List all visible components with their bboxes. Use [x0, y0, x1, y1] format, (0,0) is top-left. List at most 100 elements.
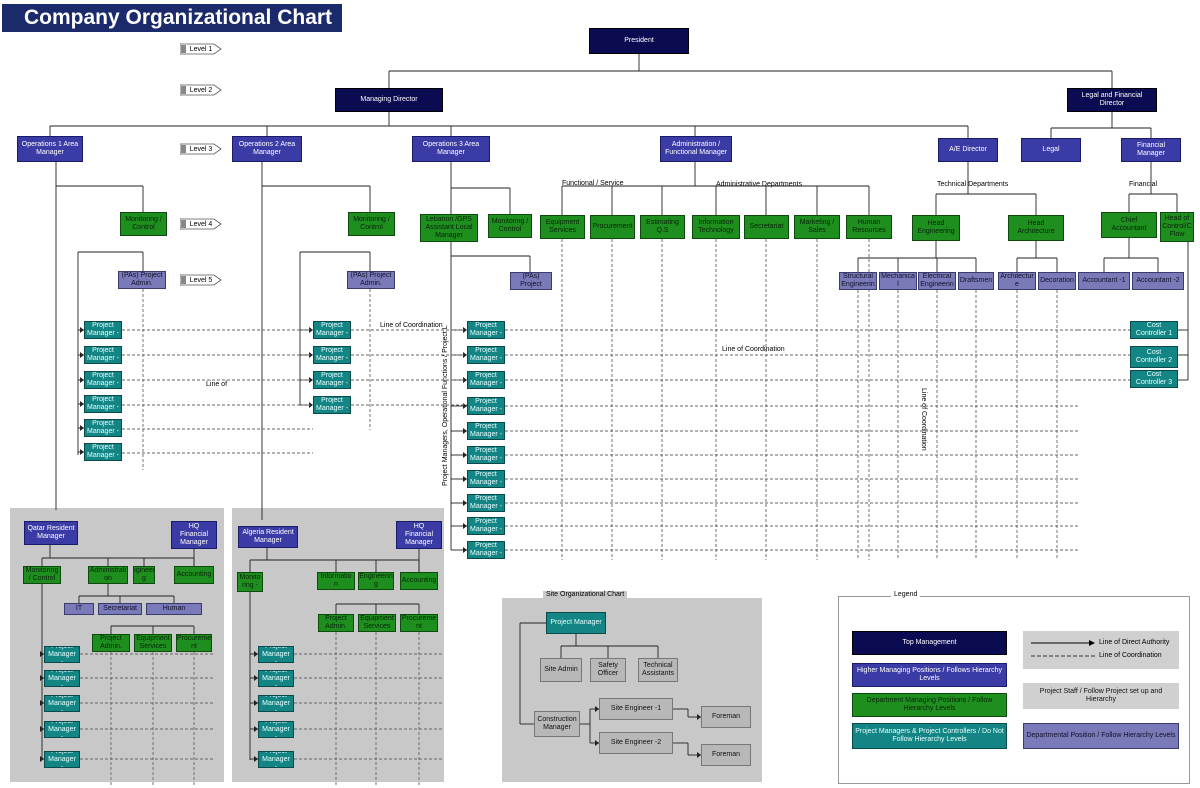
- qatar-human[interactable]: Human: [146, 603, 202, 615]
- dept-secretariat[interactable]: Secretariat: [744, 215, 789, 239]
- managing-director-box[interactable]: Managing Director: [335, 88, 443, 112]
- algeria-equipment-services[interactable]: Equipment Services: [358, 614, 396, 632]
- project-manager-card[interactable]: Project Manager -: [258, 695, 294, 712]
- project-manager-card[interactable]: Project Manager -: [467, 446, 505, 464]
- project-manager-card[interactable]: Project Manager -: [313, 371, 351, 389]
- qatar-it[interactable]: IT: [64, 603, 94, 615]
- administration-manager[interactable]: Administration / Functional Manager: [660, 136, 732, 162]
- cost-controller-1[interactable]: Cost Controller 1: [1130, 321, 1178, 339]
- monitoring-control-2[interactable]: Monitoring / Control: [348, 212, 395, 236]
- chief-accountant[interactable]: Chief Accountant: [1101, 212, 1157, 238]
- algeria-accounting[interactable]: Accounting: [400, 572, 438, 590]
- president-box[interactable]: President: [589, 28, 689, 54]
- project-manager-card[interactable]: Project Manager -: [84, 346, 122, 364]
- qatar-procurement[interactable]: Procureme nt: [176, 634, 212, 652]
- project-admin-3[interactable]: (PAs) Project: [510, 272, 552, 290]
- structural-engineering[interactable]: Structural Engineerin: [839, 272, 877, 290]
- project-manager-card[interactable]: Project Manager -: [84, 321, 122, 339]
- safety-officer[interactable]: Safety Officer: [590, 658, 626, 682]
- algeria-project-admin[interactable]: Project Admin.: [318, 614, 354, 632]
- site-admin[interactable]: Site Admin: [540, 658, 582, 682]
- operations-3-manager[interactable]: Operations 3 Area Manager: [412, 136, 490, 162]
- connector-arrow: [40, 675, 44, 681]
- head-architecture[interactable]: Head Architecture: [1008, 215, 1064, 241]
- mechanical[interactable]: Mechanica l: [879, 272, 917, 290]
- project-manager-card[interactable]: Project Manager -: [258, 721, 294, 738]
- dept-procurement[interactable]: Procurement: [590, 215, 635, 239]
- project-manager-card[interactable]: Project Manager -: [313, 346, 351, 364]
- project-manager-card[interactable]: Project Manager -: [467, 541, 505, 559]
- draftsmen[interactable]: Draftsmen: [958, 272, 994, 290]
- project-manager-card[interactable]: Project Manager -: [313, 321, 351, 339]
- qatar-project-admin[interactable]: Project Admin.: [92, 634, 130, 652]
- project-manager-card[interactable]: Project Manager -: [313, 396, 351, 414]
- cost-controller-3[interactable]: Cost Controller 3: [1130, 370, 1178, 388]
- site-engineer-2[interactable]: Site Engineer -2: [599, 732, 673, 754]
- project-manager-card[interactable]: Project Manager -: [467, 397, 505, 415]
- dept-marketing-sales[interactable]: Marketing / Sales: [794, 215, 840, 239]
- project-manager-card[interactable]: Project Manager -: [84, 419, 122, 437]
- algeria-procurement[interactable]: Procureme nt: [400, 614, 438, 632]
- project-manager-card[interactable]: Project Manager -: [467, 422, 505, 440]
- legal-financial-director-box[interactable]: Legal and Financial Director: [1067, 88, 1157, 112]
- technical-assistants[interactable]: Technical Assistants: [638, 658, 678, 682]
- project-manager-card[interactable]: Project Manager -: [84, 443, 122, 461]
- qatar-engineering[interactable]: Engineerin g: [133, 566, 155, 584]
- accountant-1[interactable]: Accountant -1: [1078, 272, 1130, 290]
- project-manager-card[interactable]: Project Manager -: [258, 670, 294, 687]
- project-manager-card[interactable]: Project Manager -: [44, 721, 80, 738]
- dept-equipment-services[interactable]: Equipment Services: [540, 215, 585, 239]
- foreman-2[interactable]: Foreman: [701, 744, 751, 766]
- qatar-resident-manager[interactable]: Qatar Resident Manager: [24, 521, 78, 545]
- project-manager-card[interactable]: Project Manager -: [467, 470, 505, 488]
- site-engineer-1[interactable]: Site Engineer -1: [599, 698, 673, 720]
- project-manager-card[interactable]: Project Manager -: [44, 695, 80, 712]
- algeria-monitoring[interactable]: Monito ring -: [237, 572, 263, 592]
- project-manager-card[interactable]: Project Manager -: [258, 751, 294, 768]
- algeria-hq-financial-manager[interactable]: HQ Financial Manager: [396, 521, 442, 549]
- dept-human-resources[interactable]: Human Resources: [846, 215, 892, 239]
- project-manager-card[interactable]: Project Manager -: [467, 517, 505, 535]
- algeria-engineering[interactable]: Engineerin g: [358, 572, 394, 590]
- foreman-1[interactable]: Foreman: [701, 706, 751, 728]
- accountant-2[interactable]: Accountant -2: [1132, 272, 1184, 290]
- qatar-accounting[interactable]: Accounting: [174, 566, 214, 584]
- project-manager-card[interactable]: Project Manager -: [44, 646, 80, 663]
- site-project-manager[interactable]: Project Manager: [546, 612, 606, 634]
- head-of-control[interactable]: Head of Control/C Flow: [1160, 212, 1194, 242]
- monitoring-control-1[interactable]: Monitoring / Control: [120, 212, 167, 236]
- electrical-engineering[interactable]: Electrical Engineerin: [918, 272, 956, 290]
- dept-information-technology[interactable]: Information Technology: [692, 215, 740, 239]
- qatar-hq-financial-manager[interactable]: HQ Financial Manager: [171, 521, 217, 549]
- project-manager-card[interactable]: Project Manager -: [467, 346, 505, 364]
- project-manager-card[interactable]: Project Manager -: [467, 371, 505, 389]
- qatar-secretariat[interactable]: Secretariat: [98, 603, 142, 615]
- project-manager-card[interactable]: Project Manager -: [84, 395, 122, 413]
- architecture[interactable]: Architectur e: [998, 272, 1036, 290]
- lebanon-assistant-manager[interactable]: Lebanon /GPS Assistant Local Manager: [420, 214, 478, 242]
- operations-1-manager[interactable]: Operations 1 Area Manager: [17, 136, 83, 162]
- dept-estimating[interactable]: Estimating Q.S: [640, 215, 685, 239]
- project-manager-card[interactable]: Project Manager -: [258, 646, 294, 663]
- ae-director[interactable]: A/E Director: [938, 138, 998, 162]
- algeria-informatics[interactable]: Informatio n: [317, 572, 355, 590]
- legal-box[interactable]: Legal: [1021, 138, 1081, 162]
- project-admin-1[interactable]: (PAs) Project Admin.: [118, 271, 166, 289]
- construction-manager[interactable]: Construction Manager: [534, 711, 580, 737]
- project-manager-card[interactable]: Project Manager -: [467, 494, 505, 512]
- project-manager-card[interactable]: Project Manager -: [44, 751, 80, 768]
- head-engineering[interactable]: Head Engineering: [912, 215, 960, 241]
- operations-2-manager[interactable]: Operations 2 Area Manager: [232, 136, 302, 162]
- qatar-equipment-services[interactable]: Equipment Services: [134, 634, 172, 652]
- qatar-monitoring[interactable]: Monitoring / Control: [23, 566, 61, 584]
- project-admin-2[interactable]: (PAs) Project Admin.: [347, 271, 395, 289]
- project-manager-card[interactable]: Project Manager -: [84, 371, 122, 389]
- financial-manager-box[interactable]: Financial Manager: [1121, 138, 1181, 162]
- decoration[interactable]: Decoration: [1038, 272, 1076, 290]
- algeria-resident-manager[interactable]: Algeria Resident Manager: [238, 526, 298, 548]
- project-manager-card[interactable]: Project Manager -: [467, 321, 505, 339]
- qatar-administration[interactable]: Administrati on: [88, 566, 128, 584]
- cost-controller-2[interactable]: Cost Controller 2: [1130, 346, 1178, 368]
- monitoring-control-3[interactable]: Monitoring / Control: [488, 214, 532, 238]
- project-manager-card[interactable]: Project Manager -: [44, 670, 80, 687]
